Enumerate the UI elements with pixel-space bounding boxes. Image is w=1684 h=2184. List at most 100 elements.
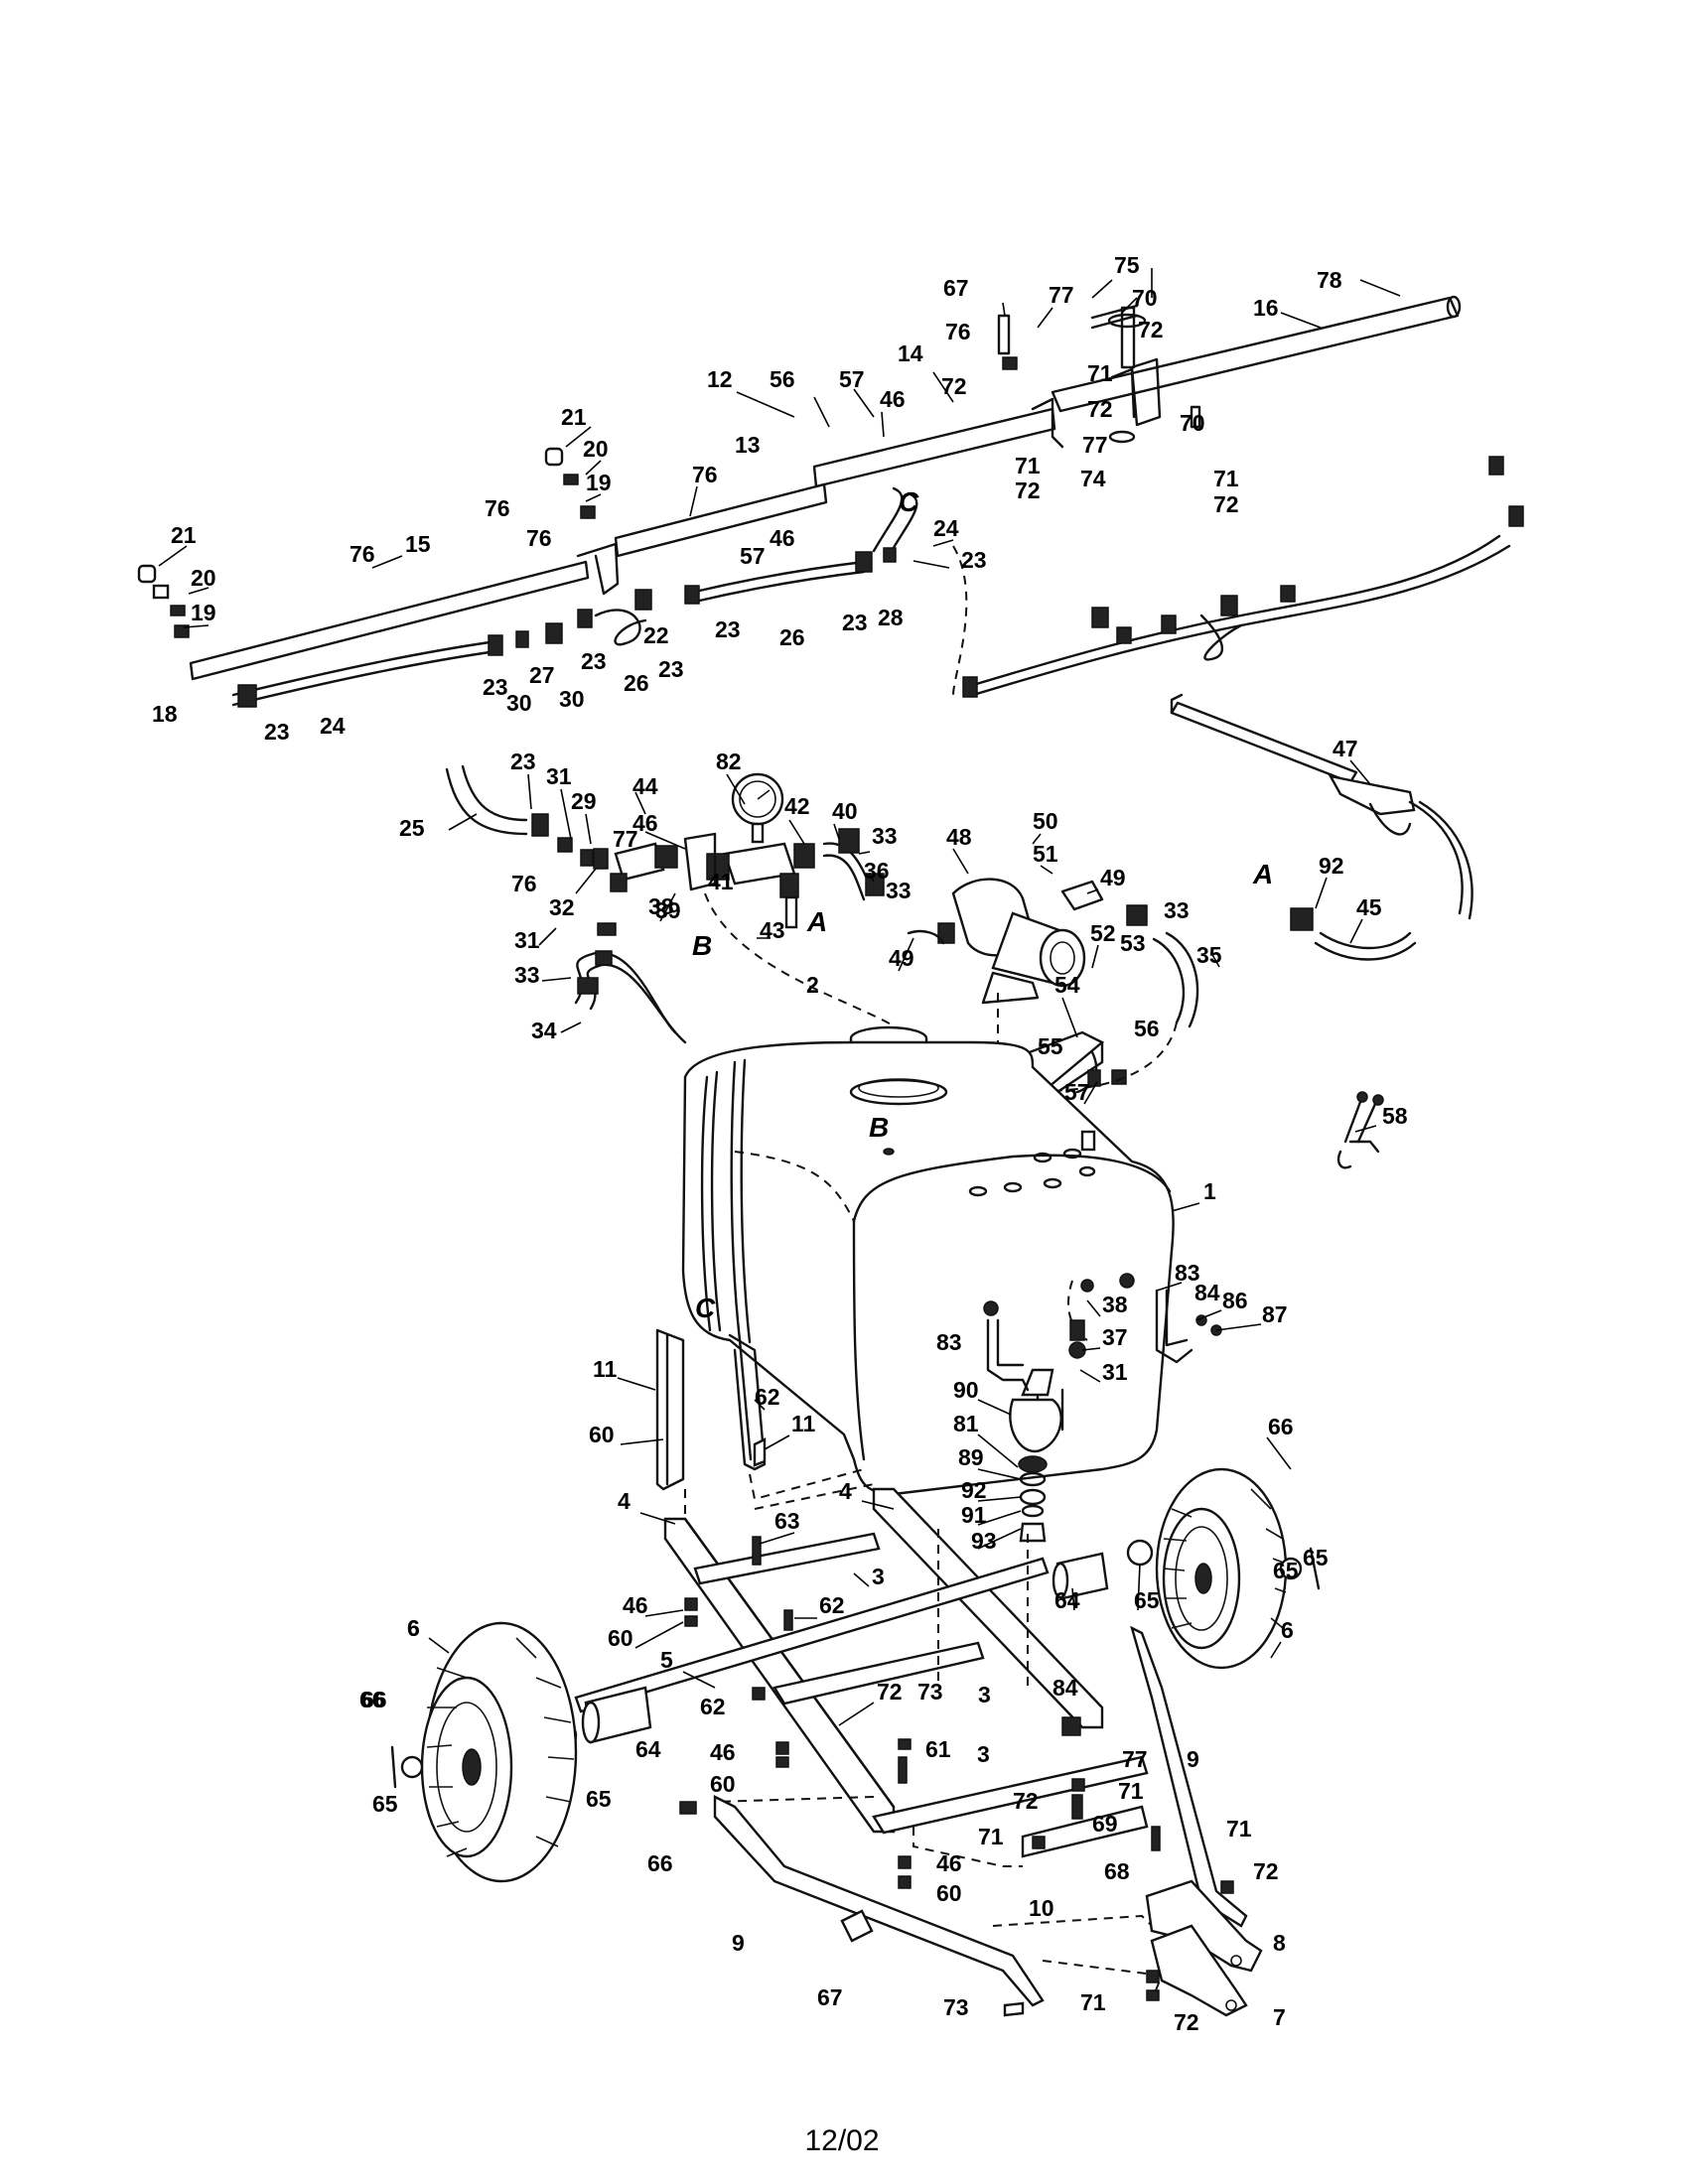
bypass-hose-inner (1165, 931, 1199, 1028)
callout: 71 (1226, 1816, 1252, 1842)
callout: 65 (372, 1791, 398, 1817)
callout: 60 (710, 1771, 736, 1797)
callout: 72 (1087, 396, 1113, 422)
callout: 16 (1253, 295, 1279, 321)
tank-rib (710, 1070, 722, 1332)
callout: 73 (943, 1994, 969, 2020)
callout: 75 (1114, 252, 1140, 278)
ref-letter-a: A (806, 906, 827, 937)
callout: 57 (839, 366, 865, 392)
right-boom-hose-inner (971, 544, 1511, 697)
tank-front-edge (852, 1219, 866, 1461)
callout: 22 (643, 622, 669, 648)
callout: 84 (1194, 1280, 1220, 1305)
callout: 53 (1120, 930, 1146, 956)
callout: 72 (877, 1679, 903, 1705)
callout: 77 (1049, 282, 1074, 308)
callout: 24 (933, 515, 959, 541)
callout: 13 (735, 432, 761, 458)
callout: 92 (961, 1477, 987, 1503)
tongue-right (1130, 1625, 1248, 1928)
callout: 30 (559, 686, 585, 712)
callout: 4 (839, 1478, 852, 1504)
boom-upright-bracket (1031, 397, 1064, 449)
center-hose-inner (693, 570, 866, 604)
callout: 21 (171, 522, 197, 548)
leader-lines (158, 268, 1401, 1726)
callout: 77 (1082, 432, 1108, 458)
callout: 57 (740, 543, 766, 569)
callout: 6 (407, 1615, 420, 1641)
hose-c-loop (872, 486, 904, 553)
callout: 72 (1138, 317, 1164, 342)
frame-upright-c (728, 1333, 767, 1471)
callout: 33 (514, 962, 540, 988)
callout: 27 (529, 662, 555, 688)
left-boom-hose (231, 639, 498, 697)
tongue-left (713, 1795, 1045, 2007)
callout: 51 (1033, 841, 1058, 867)
pump-feed-hose-inner (822, 854, 866, 901)
callout: 23 (264, 719, 290, 745)
callout: 23 (510, 749, 536, 774)
callout: 33 (872, 823, 898, 849)
callout: 56 (770, 366, 795, 392)
callout: 6 (1281, 1617, 1294, 1643)
tank-strap-left (986, 1318, 1030, 1392)
callout: 26 (779, 624, 805, 650)
boom-fittings (237, 547, 897, 708)
reference-letters: C A B A B C (692, 486, 1273, 1323)
upright-routing (749, 1468, 865, 1501)
callout: 46 (880, 386, 906, 412)
hose-clamp (838, 828, 860, 854)
left-boom-bracket (576, 542, 620, 596)
callout: 67 (817, 1984, 843, 2010)
callout: 64 (635, 1736, 661, 1762)
callout: 21 (561, 404, 587, 430)
wand-hose (1319, 931, 1412, 950)
tank-front-face (852, 1154, 1172, 1223)
callout: 73 (917, 1679, 943, 1705)
right-boom-routing (952, 545, 968, 696)
callout: 31 (514, 927, 540, 953)
callout: 71 (978, 1824, 1004, 1849)
tank-strap-right (1155, 1289, 1193, 1364)
callout: 11 (791, 1411, 816, 1436)
filler-neck (849, 1078, 948, 1106)
tank-rib (700, 1075, 712, 1332)
callout: 71 (1213, 466, 1239, 491)
callout: 70 (1132, 285, 1158, 311)
callout: 26 (624, 670, 649, 696)
axle (574, 1557, 1050, 1713)
callout: 34 (531, 1018, 557, 1043)
pump (907, 878, 1086, 1005)
left-boom-hose-inner (231, 649, 498, 707)
callout: 76 (526, 525, 552, 551)
callout: 61 (925, 1736, 951, 1762)
callout: 76 (350, 541, 375, 567)
callout: 50 (1033, 808, 1058, 834)
callout: 10 (1029, 1895, 1054, 1921)
callout: 90 (953, 1377, 979, 1403)
tank-drain-assembly (1009, 1368, 1064, 1543)
suction-hose-inner (461, 764, 528, 822)
ref-letter-a: A (1252, 859, 1273, 889)
callout: 83 (936, 1329, 962, 1355)
callout: 47 (1333, 736, 1358, 761)
frame-upright-c-inner (738, 1338, 753, 1461)
callout: 68 (1104, 1858, 1130, 1884)
callout: 60 (608, 1625, 633, 1651)
frame-routing (992, 1914, 1153, 1927)
wheel-left (390, 1621, 578, 1883)
callout: 60 (589, 1422, 615, 1447)
ref-letter-c: C (899, 486, 919, 517)
ref-letter-b: B (869, 1112, 889, 1143)
callout: 4 (618, 1488, 631, 1514)
frame-routing (714, 1796, 875, 1803)
callout: 72 (1174, 2009, 1199, 2035)
right-boom-fittings (962, 456, 1524, 698)
callout: 72 (1253, 1858, 1279, 1884)
callout: 39 (655, 897, 681, 923)
callout: 46 (936, 1850, 962, 1876)
